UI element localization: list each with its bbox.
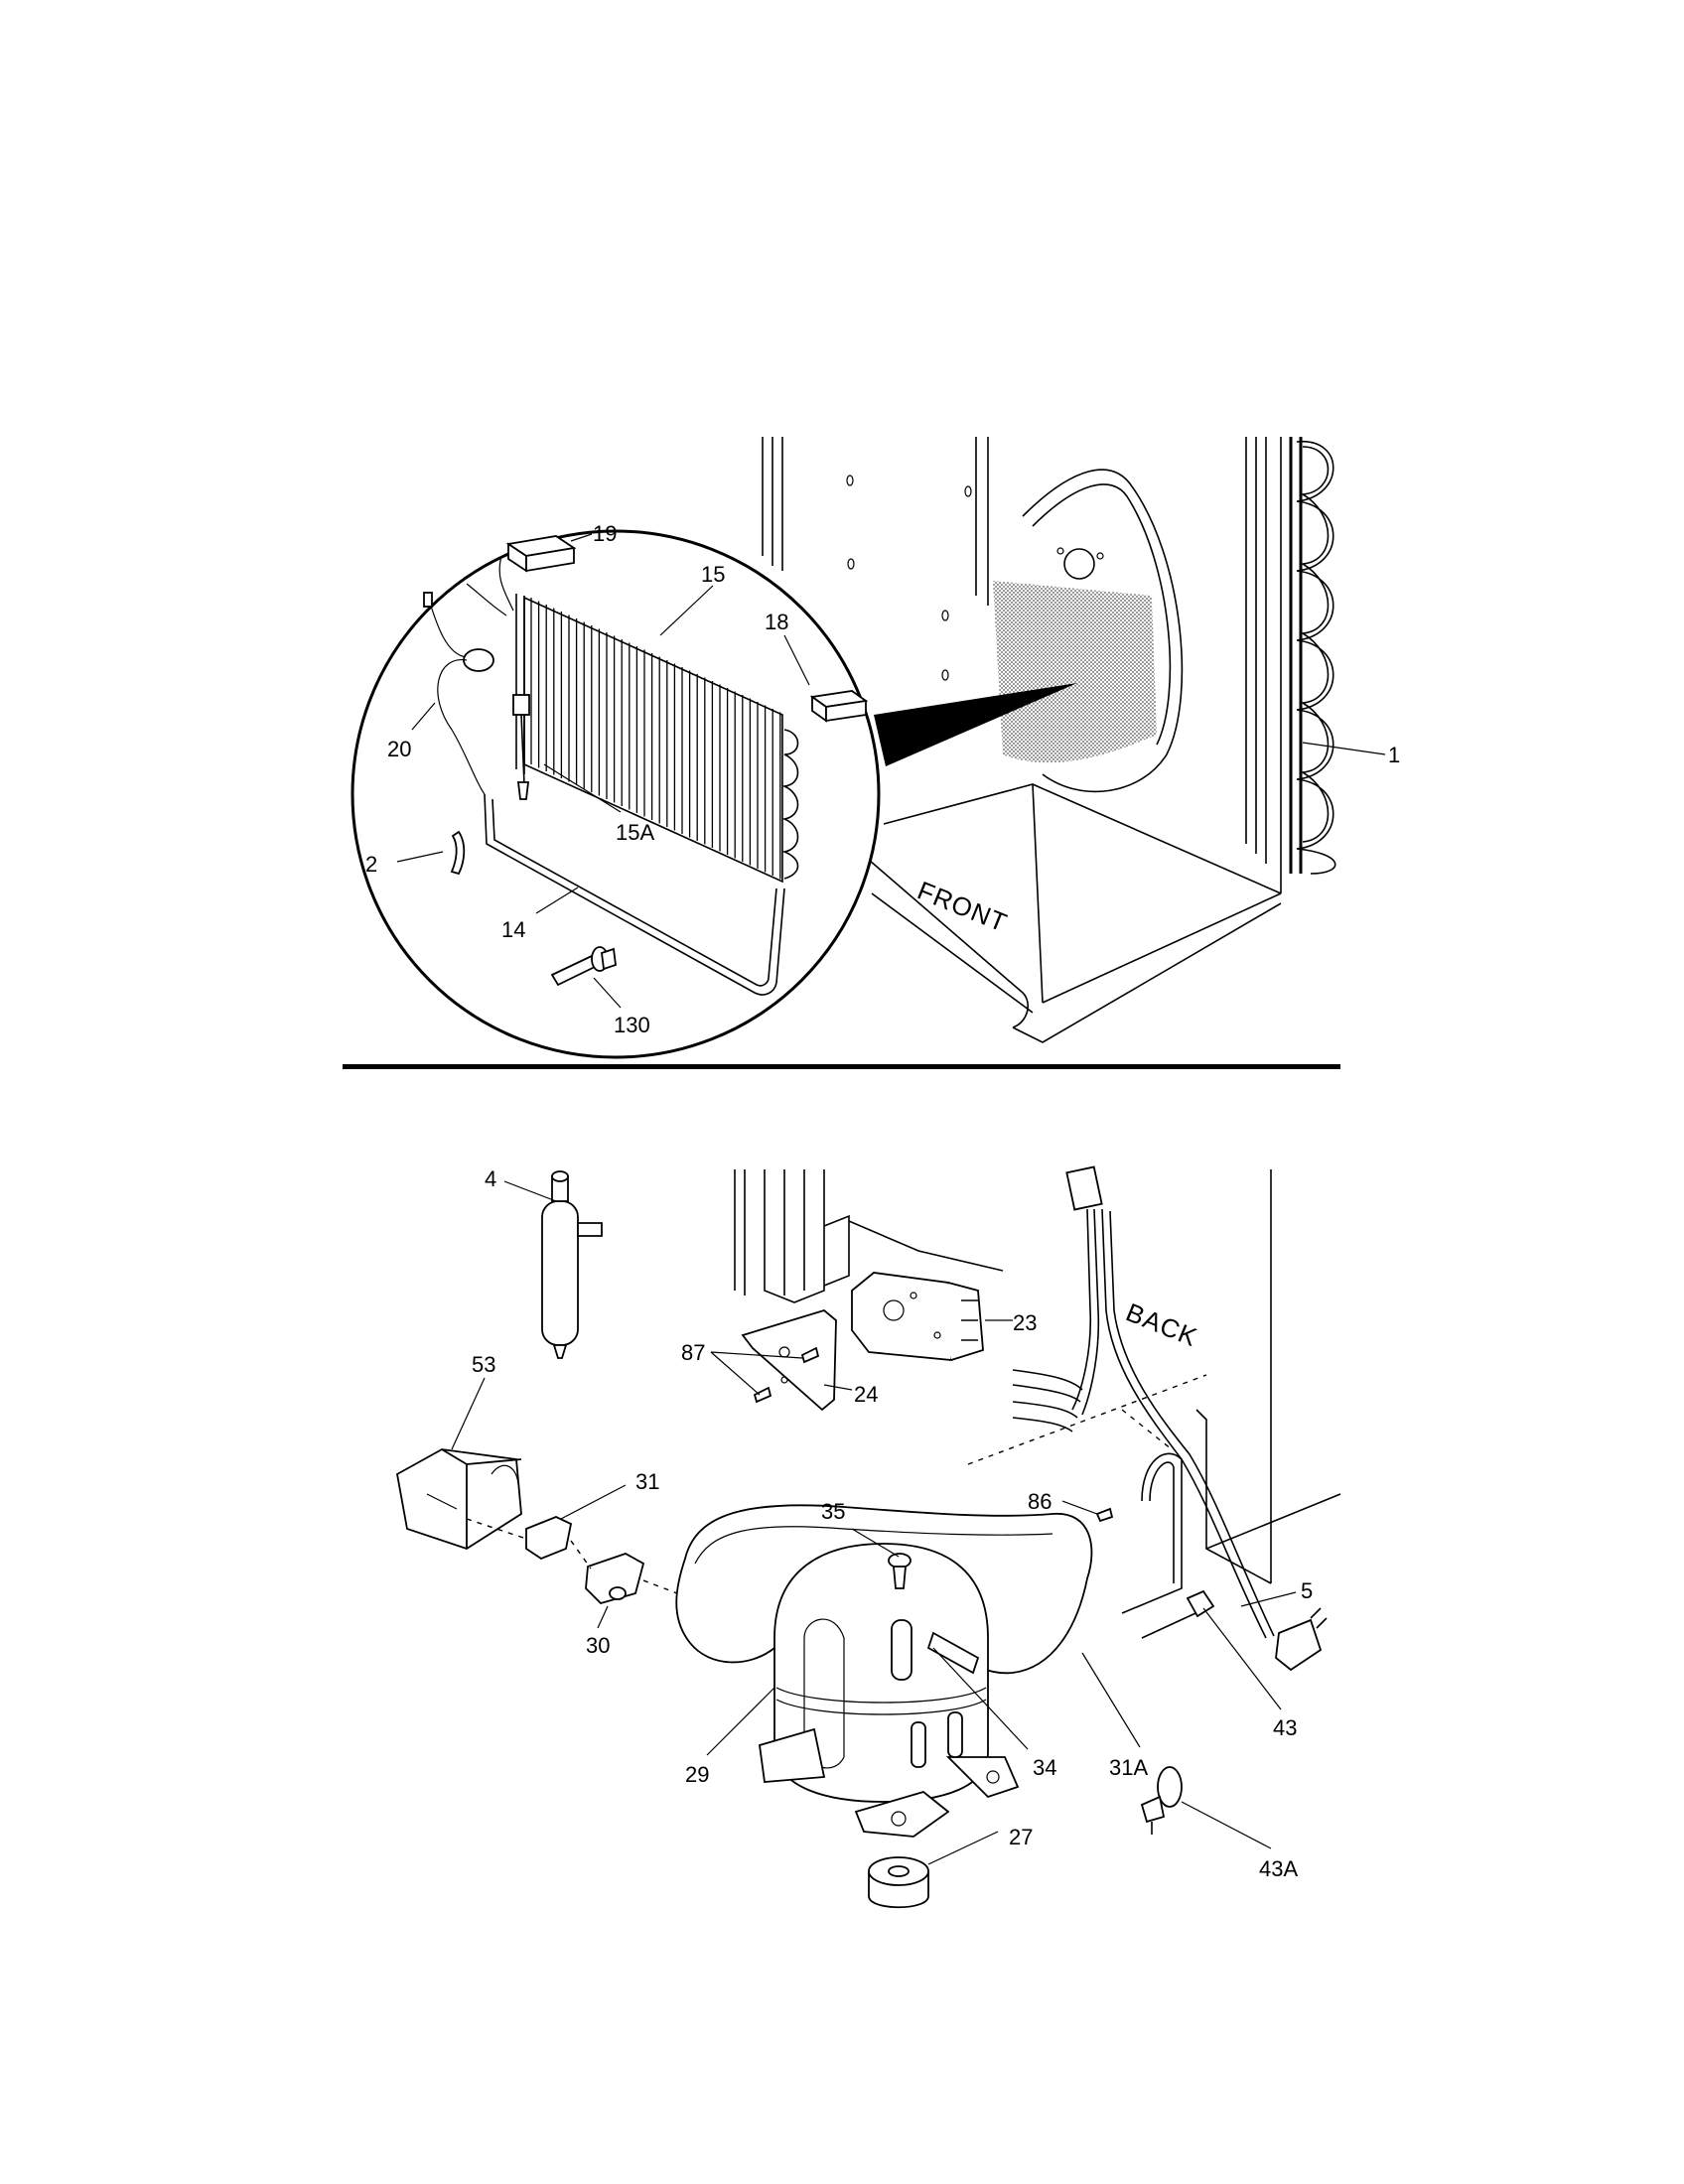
detail-pointer: [874, 683, 1077, 766]
part-2-clip: [450, 830, 466, 876]
wiring-harness: [1012, 1165, 1328, 1672]
part-43a-clamp: [1140, 1766, 1183, 1835]
callout-1: 1: [1388, 743, 1400, 767]
back-label: BACK: [1122, 1297, 1202, 1353]
part-24-bracket: [741, 1308, 837, 1412]
harness-connector: [1065, 1165, 1103, 1211]
callout-19: 19: [593, 521, 617, 546]
part-29-compressor: [759, 1543, 1020, 1838]
part-15a-fitting: [512, 694, 530, 716]
part-87-screw-a: [800, 1346, 820, 1364]
callout-43: 43: [1273, 1715, 1297, 1740]
part-20-thermostat: [463, 648, 494, 672]
upper-leaders: [396, 533, 1386, 1009]
part-86-screw: [1095, 1507, 1114, 1523]
callout-15: 15: [701, 562, 725, 587]
part-35-screw: [888, 1553, 912, 1569]
callout-34: 34: [1033, 1755, 1056, 1780]
callout-130: 130: [614, 1013, 650, 1037]
lower-callouts: 4 23 87 24 53 31 35 86 5 30 29 34 31A 43…: [472, 1166, 1313, 1881]
callout-87: 87: [681, 1340, 705, 1365]
part-27-grommet: [868, 1856, 929, 1909]
part-53-cover: [395, 1448, 522, 1550]
part-5-plug: [1275, 1618, 1323, 1672]
upper-callouts: 19 15 18 20 15A 2 14 130 1: [365, 521, 1400, 1037]
callout-15a: 15A: [616, 820, 654, 845]
evaporator-detail-circle: [351, 529, 1077, 1059]
callout-29: 29: [685, 1762, 709, 1787]
callout-53: 53: [472, 1352, 495, 1377]
callout-5: 5: [1301, 1578, 1313, 1603]
evaporator-cavity: [993, 581, 1157, 763]
condenser-coil: [1289, 437, 1336, 875]
callout-35: 35: [821, 1499, 845, 1524]
part-43-clip: [1186, 1589, 1215, 1618]
cabinet-port-hole: [1063, 548, 1095, 580]
callout-27: 27: [1009, 1825, 1033, 1849]
callout-23: 23: [1013, 1310, 1037, 1335]
callout-24: 24: [854, 1382, 878, 1407]
part-30-overload: [570, 1540, 691, 1605]
evaporator-fins: [530, 598, 781, 880]
callout-31a: 31A: [1109, 1755, 1148, 1780]
part-4-drier: [541, 1170, 603, 1359]
upper-cabinet-view: FRONT: [762, 437, 1282, 1043]
part-23-timer: [851, 1272, 984, 1361]
callout-18: 18: [765, 610, 788, 634]
callout-31: 31: [635, 1469, 659, 1494]
callout-86: 86: [1028, 1489, 1052, 1514]
callout-4: 4: [485, 1166, 496, 1191]
part-31-relay: [466, 1516, 573, 1561]
callout-43a: 43A: [1259, 1856, 1298, 1881]
callout-20: 20: [387, 737, 411, 761]
lower-leaders: [451, 1180, 1297, 1865]
part-34-tube: [891, 1619, 912, 1681]
part-87-screw-b: [753, 1386, 772, 1404]
callout-14: 14: [501, 917, 525, 942]
callout-30: 30: [586, 1633, 610, 1658]
front-label: FRONT: [913, 876, 1012, 938]
section-divider: [343, 1064, 1340, 1069]
callout-2: 2: [365, 852, 377, 877]
